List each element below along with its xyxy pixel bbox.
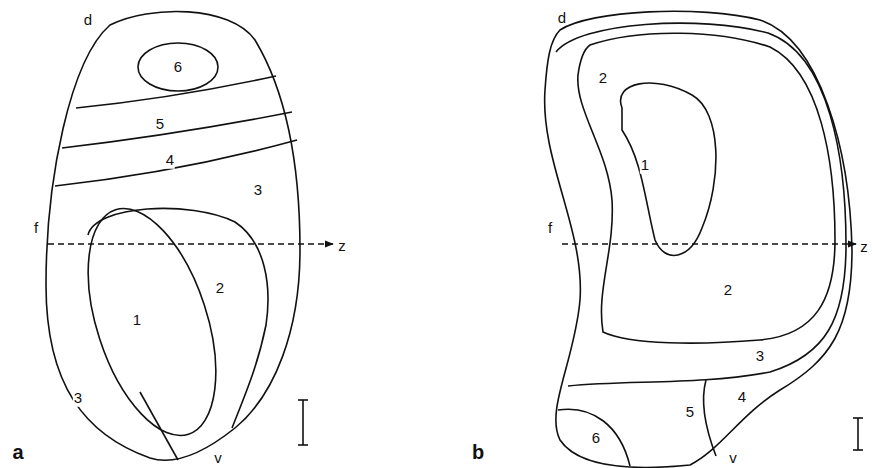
zone-4-boundary <box>704 380 716 456</box>
axis-line <box>562 243 856 244</box>
orientation-letter: z <box>337 238 347 255</box>
orientation-letter: v <box>728 450 738 467</box>
outline-a <box>46 11 300 460</box>
scale-bar <box>857 418 859 450</box>
zone-6-outline <box>138 43 218 91</box>
orientation-letter: f <box>547 220 553 237</box>
zone-number: 2 <box>215 280 225 297</box>
zone-2-outline <box>88 208 268 428</box>
zone-number: 3 <box>253 182 263 199</box>
zone-number: 6 <box>173 59 183 76</box>
zone-number: 4 <box>737 389 747 406</box>
zone-3-outline <box>556 23 846 386</box>
zone-4-boundary <box>62 112 292 148</box>
zone-6-boundary <box>558 409 630 466</box>
orientation-letter: d <box>557 10 567 27</box>
zone-5-boundary <box>76 76 276 108</box>
section-b <box>545 11 863 467</box>
axis-line <box>48 243 333 244</box>
panel-letter: b <box>471 441 485 463</box>
zone-number: 1 <box>132 312 142 329</box>
orientation-letter: v <box>213 450 223 467</box>
zone-number: 4 <box>165 152 175 169</box>
zone-1-outline <box>621 83 716 255</box>
zone-number: 1 <box>640 157 650 174</box>
zone-number: 5 <box>685 404 695 421</box>
zone-number: 2 <box>598 70 608 87</box>
zone-number: 5 <box>155 116 165 133</box>
panel-letter: a <box>11 441 24 463</box>
outline-b <box>545 11 852 467</box>
scale-tick <box>853 417 863 419</box>
orientation-letter: z <box>859 239 869 256</box>
orientation-letter: d <box>83 12 93 29</box>
zone-number: 3 <box>755 348 765 365</box>
zone-number: 3 <box>73 390 83 407</box>
scale-tick <box>298 444 308 446</box>
scale-tick <box>853 449 863 451</box>
orientation-letter: f <box>33 220 39 237</box>
scale-tick <box>298 399 308 401</box>
zone-3-lower-boundary <box>140 392 178 460</box>
section-a <box>46 11 333 460</box>
zone-number: 6 <box>591 430 601 447</box>
scale-bar <box>302 400 304 445</box>
zone-3-boundary <box>55 140 297 186</box>
zone-2-outline <box>578 33 835 343</box>
zone-number: 2 <box>723 282 733 299</box>
